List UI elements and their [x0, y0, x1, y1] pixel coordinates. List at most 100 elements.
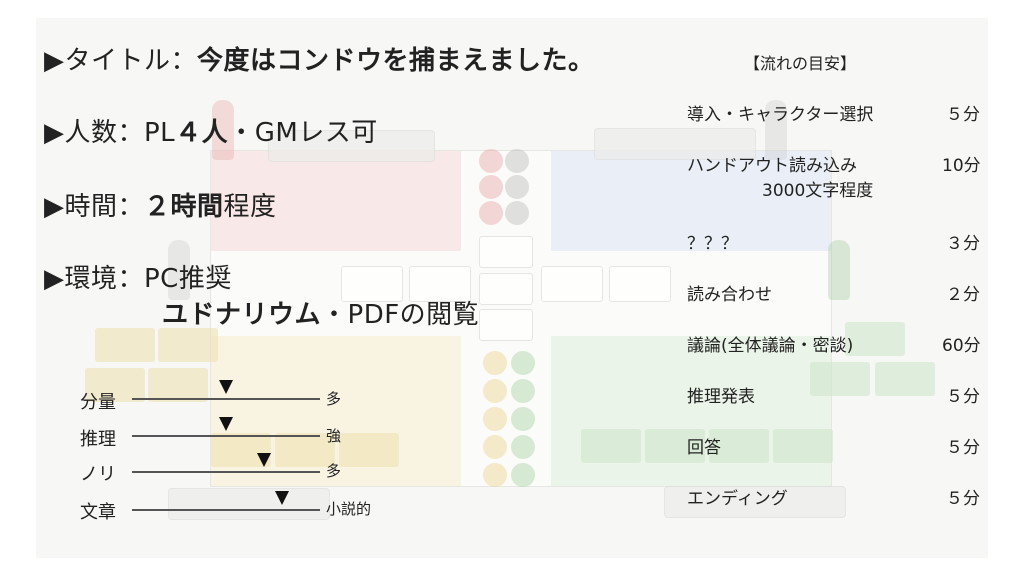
game-board-backdrop	[210, 149, 833, 487]
scenario-title: 今度はコンドウを捕まえました。	[197, 46, 595, 76]
time-value: ２時間	[144, 192, 224, 222]
scale-right-label: 多	[326, 462, 342, 480]
used-points-box	[268, 130, 435, 162]
flow-step-time: ５分	[946, 489, 980, 509]
flow-step-name: ？？？	[687, 234, 738, 254]
yellow-card	[275, 433, 335, 467]
env-row: ▶環境：PC推奨	[44, 258, 232, 295]
flow-step-sub: 3000文字程度	[762, 181, 874, 201]
board-quadrant-blue	[551, 151, 831, 251]
flow-step-time: 60分	[942, 336, 981, 356]
green-card	[581, 429, 641, 463]
token	[511, 351, 535, 375]
scale-line	[132, 471, 320, 473]
scale-line	[132, 435, 320, 437]
scale-marker	[275, 491, 290, 505]
scale-right-label: 小説的	[326, 500, 372, 518]
info-card	[341, 266, 403, 302]
scale-right-label: 強	[326, 427, 342, 445]
green-card	[709, 429, 769, 463]
players-row: ▶人数：PL４人・GMレス可	[44, 112, 378, 149]
flow-step-time: ３分	[946, 234, 980, 254]
character-figure	[212, 100, 234, 160]
flow-title: 【流れの目安】	[744, 54, 857, 73]
info-card	[409, 266, 471, 302]
info-card	[609, 266, 671, 302]
green-card	[645, 429, 705, 463]
character-figure	[828, 240, 850, 300]
flow-step-time: ５分	[946, 105, 980, 125]
token	[511, 407, 535, 431]
flow-step-name: ハンドアウト読み込み	[687, 156, 857, 176]
token	[511, 379, 535, 403]
scale-label: 推理	[80, 429, 116, 450]
scale-line	[132, 509, 320, 511]
env-line1: PC推奨	[144, 264, 232, 294]
players-pl: PL	[144, 118, 176, 148]
time-label: ▶時間：	[44, 192, 144, 222]
token	[483, 407, 507, 431]
scale-label: ノリ	[80, 464, 116, 485]
flow-step-name: 読み合わせ	[687, 285, 772, 305]
used-points-box	[168, 488, 330, 520]
info-card	[479, 273, 533, 305]
time-suffix: 程度	[223, 192, 277, 222]
board-quadrant-green	[551, 336, 831, 486]
scale-right-label: 多	[326, 390, 342, 408]
flow-step-time: 10分	[942, 156, 981, 176]
flow-step-name: 導入・キャラクター選択	[687, 105, 874, 125]
scale-marker	[256, 453, 271, 467]
board-quadrant-red	[211, 151, 461, 251]
token	[479, 201, 503, 225]
scale-label: 分量	[80, 392, 116, 413]
players-rest: ・GMレス可	[228, 118, 378, 148]
token	[483, 435, 507, 459]
flow-step-time: ２分	[946, 285, 980, 305]
token	[505, 175, 529, 199]
green-card	[875, 362, 935, 396]
yellow-card	[95, 328, 155, 362]
flow-step-name: 推理発表	[687, 387, 755, 407]
token	[483, 351, 507, 375]
yellow-card	[158, 328, 218, 362]
scale-marker	[219, 380, 233, 394]
token	[505, 201, 529, 225]
scale-line	[132, 398, 320, 400]
yellow-card	[339, 433, 399, 467]
token	[479, 175, 503, 199]
env-label: ▶環境：	[44, 264, 144, 294]
players-label: ▶人数：	[44, 118, 144, 148]
used-points-box	[594, 128, 756, 160]
scale-label: 文章	[80, 502, 116, 523]
token	[483, 463, 507, 487]
players-count: ４人	[175, 118, 229, 148]
character-figure	[168, 240, 190, 300]
info-card	[479, 236, 533, 268]
flow-step-name: 議論(全体議論・密談)	[687, 336, 854, 356]
info-card	[479, 309, 533, 341]
flow-step-name: 回答	[687, 438, 721, 458]
green-card	[773, 429, 833, 463]
flow-step-name: エンディング	[687, 489, 788, 509]
title-row: ▶タイトル：今度はコンドウを捕まえました。	[44, 40, 595, 77]
env-line2-rest: ・PDFの閲覧	[321, 300, 480, 330]
flow-step-time: ５分	[946, 387, 980, 407]
time-row: ▶時間：２時間程度	[44, 186, 277, 223]
yellow-card	[85, 368, 145, 402]
flow-step-time: ５分	[946, 438, 980, 458]
token	[505, 149, 529, 173]
env-row-2: ユドナリウム・PDFの閲覧	[162, 294, 479, 331]
green-card	[810, 362, 870, 396]
title-label: ▶タイトル：	[44, 46, 197, 76]
green-card	[845, 322, 905, 356]
scale-marker	[219, 417, 233, 431]
token	[511, 435, 535, 459]
yellow-card	[148, 368, 208, 402]
env-tool: ユドナリウム	[162, 300, 322, 330]
used-points-box	[664, 486, 846, 518]
info-card	[541, 266, 603, 302]
character-figure	[765, 100, 787, 160]
token	[483, 379, 507, 403]
token	[511, 463, 535, 487]
token	[479, 149, 503, 173]
